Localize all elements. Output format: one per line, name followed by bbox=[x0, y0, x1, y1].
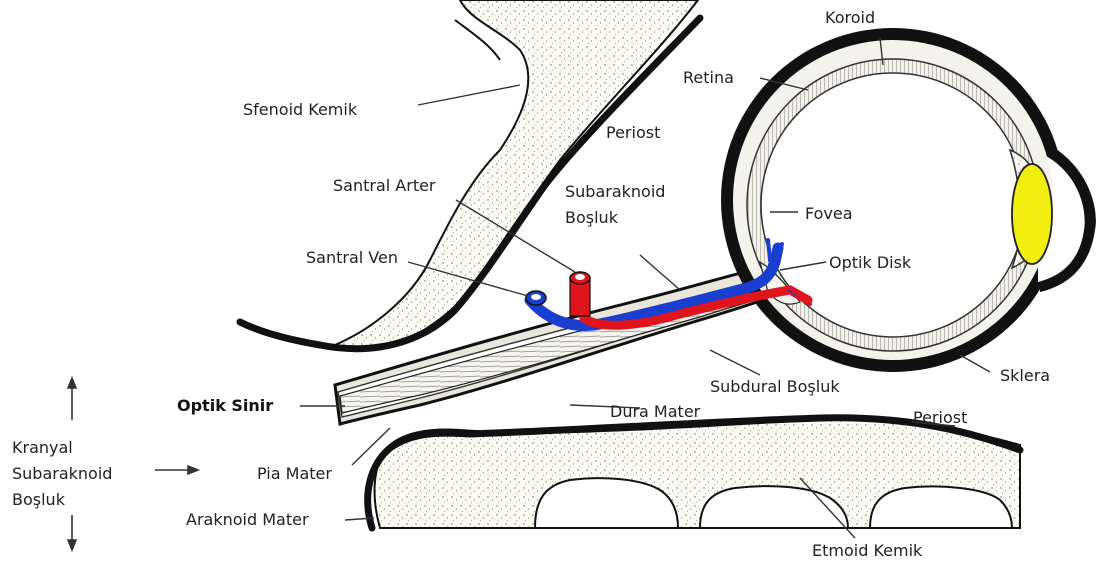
label-kranyal-bosluk: Boşluk bbox=[12, 490, 65, 510]
label-pia-mater: Pia Mater bbox=[257, 464, 332, 484]
label-araknoid-mater: Araknoid Mater bbox=[186, 510, 309, 530]
label-subaraknoid-bosluk: Boşluk bbox=[565, 208, 618, 228]
label-fovea: Fovea bbox=[805, 204, 853, 224]
label-sklera: Sklera bbox=[1000, 366, 1050, 386]
label-sfenoid-kemik: Sfenoid Kemik bbox=[243, 100, 357, 120]
label-optik-disk: Optik Disk bbox=[829, 253, 911, 273]
label-dura-mater: Dura Mater bbox=[610, 402, 700, 422]
label-retina: Retina bbox=[683, 68, 734, 88]
label-periost-bottom: Periost bbox=[913, 408, 967, 428]
label-periost-top: Periost bbox=[606, 123, 660, 143]
central-vein-lumen bbox=[531, 294, 541, 300]
label-optik-sinir: Optik Sinir bbox=[177, 396, 273, 416]
label-santral-ven: Santral Ven bbox=[306, 248, 398, 268]
label-santral-arter: Santral Arter bbox=[333, 176, 436, 196]
lens bbox=[1012, 164, 1052, 264]
sphenoid-bone bbox=[335, 0, 698, 350]
label-subdural-bosluk: Subdural Boşluk bbox=[710, 377, 840, 397]
label-koroid: Koroid bbox=[825, 8, 875, 28]
central-artery-lumen bbox=[575, 274, 585, 280]
label-kranyal-subaraknoid: Subaraknoid bbox=[12, 464, 112, 484]
label-kranyal: Kranyal bbox=[12, 438, 73, 458]
label-etmoid-kemik: Etmoid Kemik bbox=[812, 541, 922, 561]
label-subaraknoid: Subaraknoid bbox=[565, 182, 665, 202]
